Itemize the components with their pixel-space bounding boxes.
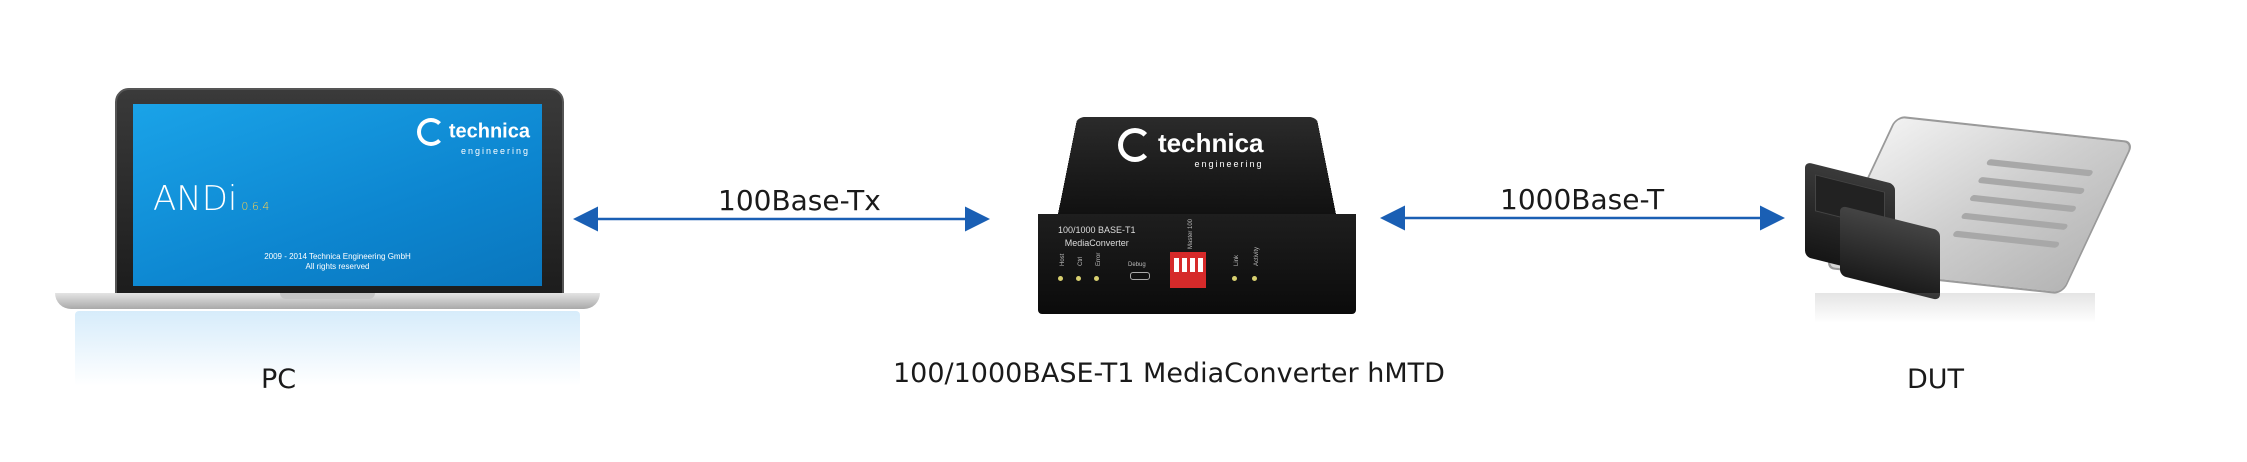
led-label-host: Host — [1060, 253, 1066, 266]
laptop-reflection — [75, 311, 580, 386]
converter-caption: 100/1000BASE-T1 MediaConverter hMTD — [893, 358, 1445, 389]
andi-version: 0.6.4 — [241, 200, 270, 213]
led-activity — [1252, 276, 1257, 281]
debug-usb-port — [1130, 272, 1150, 280]
media-converter-device: technica engineering 100/1000 BASE-T1 Me… — [1038, 84, 1356, 314]
led-host — [1058, 276, 1063, 281]
screen-brand-logo: technica engineering — [416, 118, 530, 156]
led-link — [1232, 276, 1237, 281]
led-label-activity: Activity — [1254, 246, 1260, 266]
converter-front-panel: 100/1000 BASE-T1 MediaConverter Host Ctr… — [1038, 214, 1356, 314]
screen-copyright: 2009 - 2014 Technica Engineering GmbH Al… — [264, 252, 411, 271]
technica-logo-icon — [1118, 128, 1152, 163]
laptop-base — [55, 293, 600, 309]
debug-label: Debug — [1128, 262, 1146, 268]
technica-logo-icon — [416, 118, 445, 146]
led-ctrl — [1076, 276, 1081, 281]
dut-ecu-device — [1795, 115, 2135, 328]
link-label-left: 100Base-Tx — [718, 184, 881, 217]
led-label-error: Error — [1096, 252, 1102, 266]
pc-caption: PC — [261, 364, 297, 395]
link-label-right: 1000Base-T — [1500, 183, 1665, 216]
dut-caption: DUT — [1907, 364, 1965, 395]
ecu-reflection — [1815, 293, 2095, 323]
led-error — [1094, 276, 1099, 281]
led-label-ctrl: Ctrl — [1078, 256, 1084, 266]
dip-switch — [1170, 252, 1206, 288]
converter-brand-logo: technica engineering — [1118, 128, 1264, 169]
led-label-link: Link — [1234, 254, 1240, 266]
dip-label: Master 100 — [1188, 218, 1194, 249]
converter-front-title: 100/1000 BASE-T1 MediaConverter — [1058, 225, 1136, 248]
